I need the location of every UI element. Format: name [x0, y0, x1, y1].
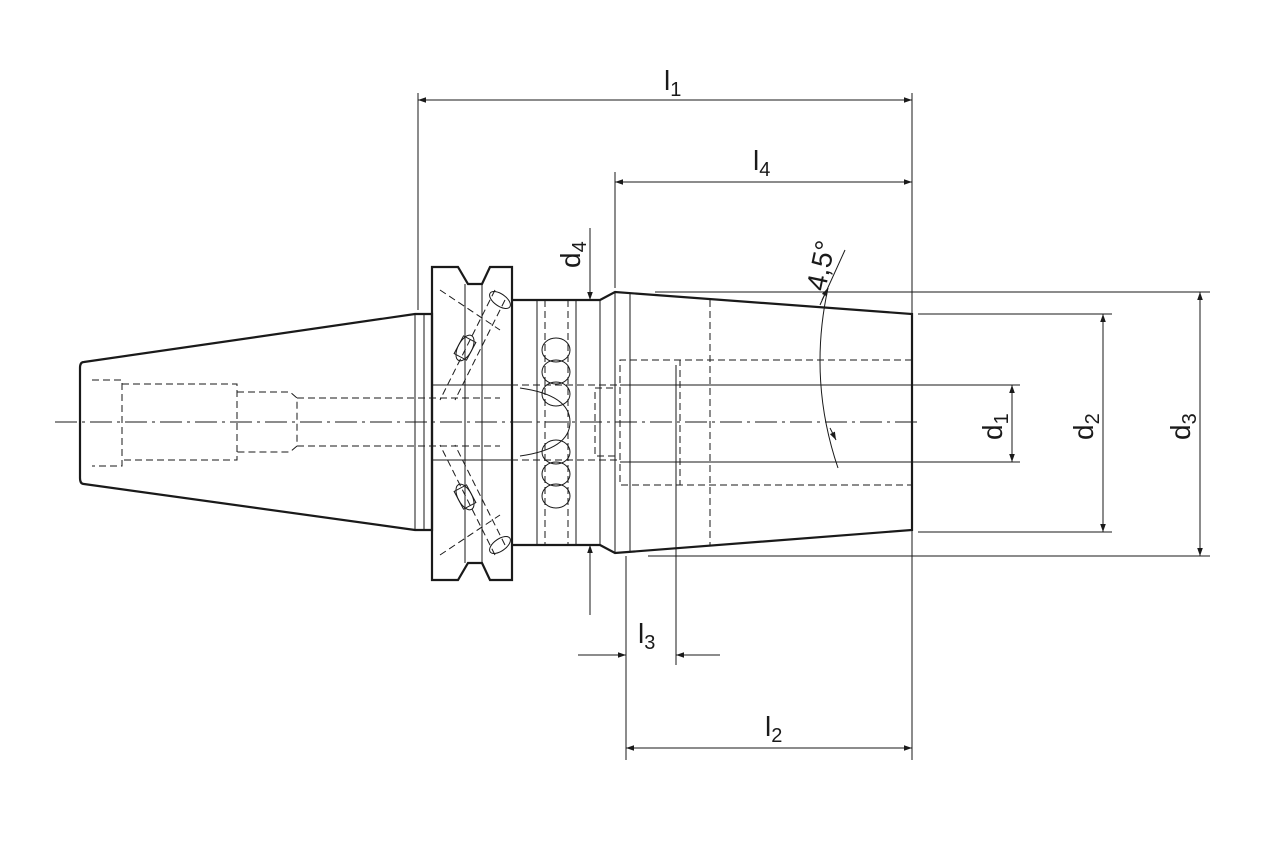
- taper-shank: [78, 312, 500, 532]
- balls-bottom: [541, 439, 571, 509]
- dim-angle-arc: [819, 287, 839, 469]
- extension-lines: [417, 93, 1210, 760]
- flange: [430, 265, 514, 582]
- label-l2: l2: [765, 711, 782, 747]
- label-angle: 4,5°: [801, 238, 842, 293]
- label-l1: l1: [664, 65, 681, 101]
- balls-top: [541, 337, 571, 407]
- body: [500, 290, 914, 555]
- label-d2: d2: [1068, 413, 1104, 440]
- label-l3: l3: [638, 618, 655, 654]
- label-d1: d1: [977, 413, 1013, 440]
- label-d4: d4: [555, 241, 591, 268]
- label-l4: l4: [753, 145, 770, 181]
- label-d3: d3: [1165, 413, 1201, 440]
